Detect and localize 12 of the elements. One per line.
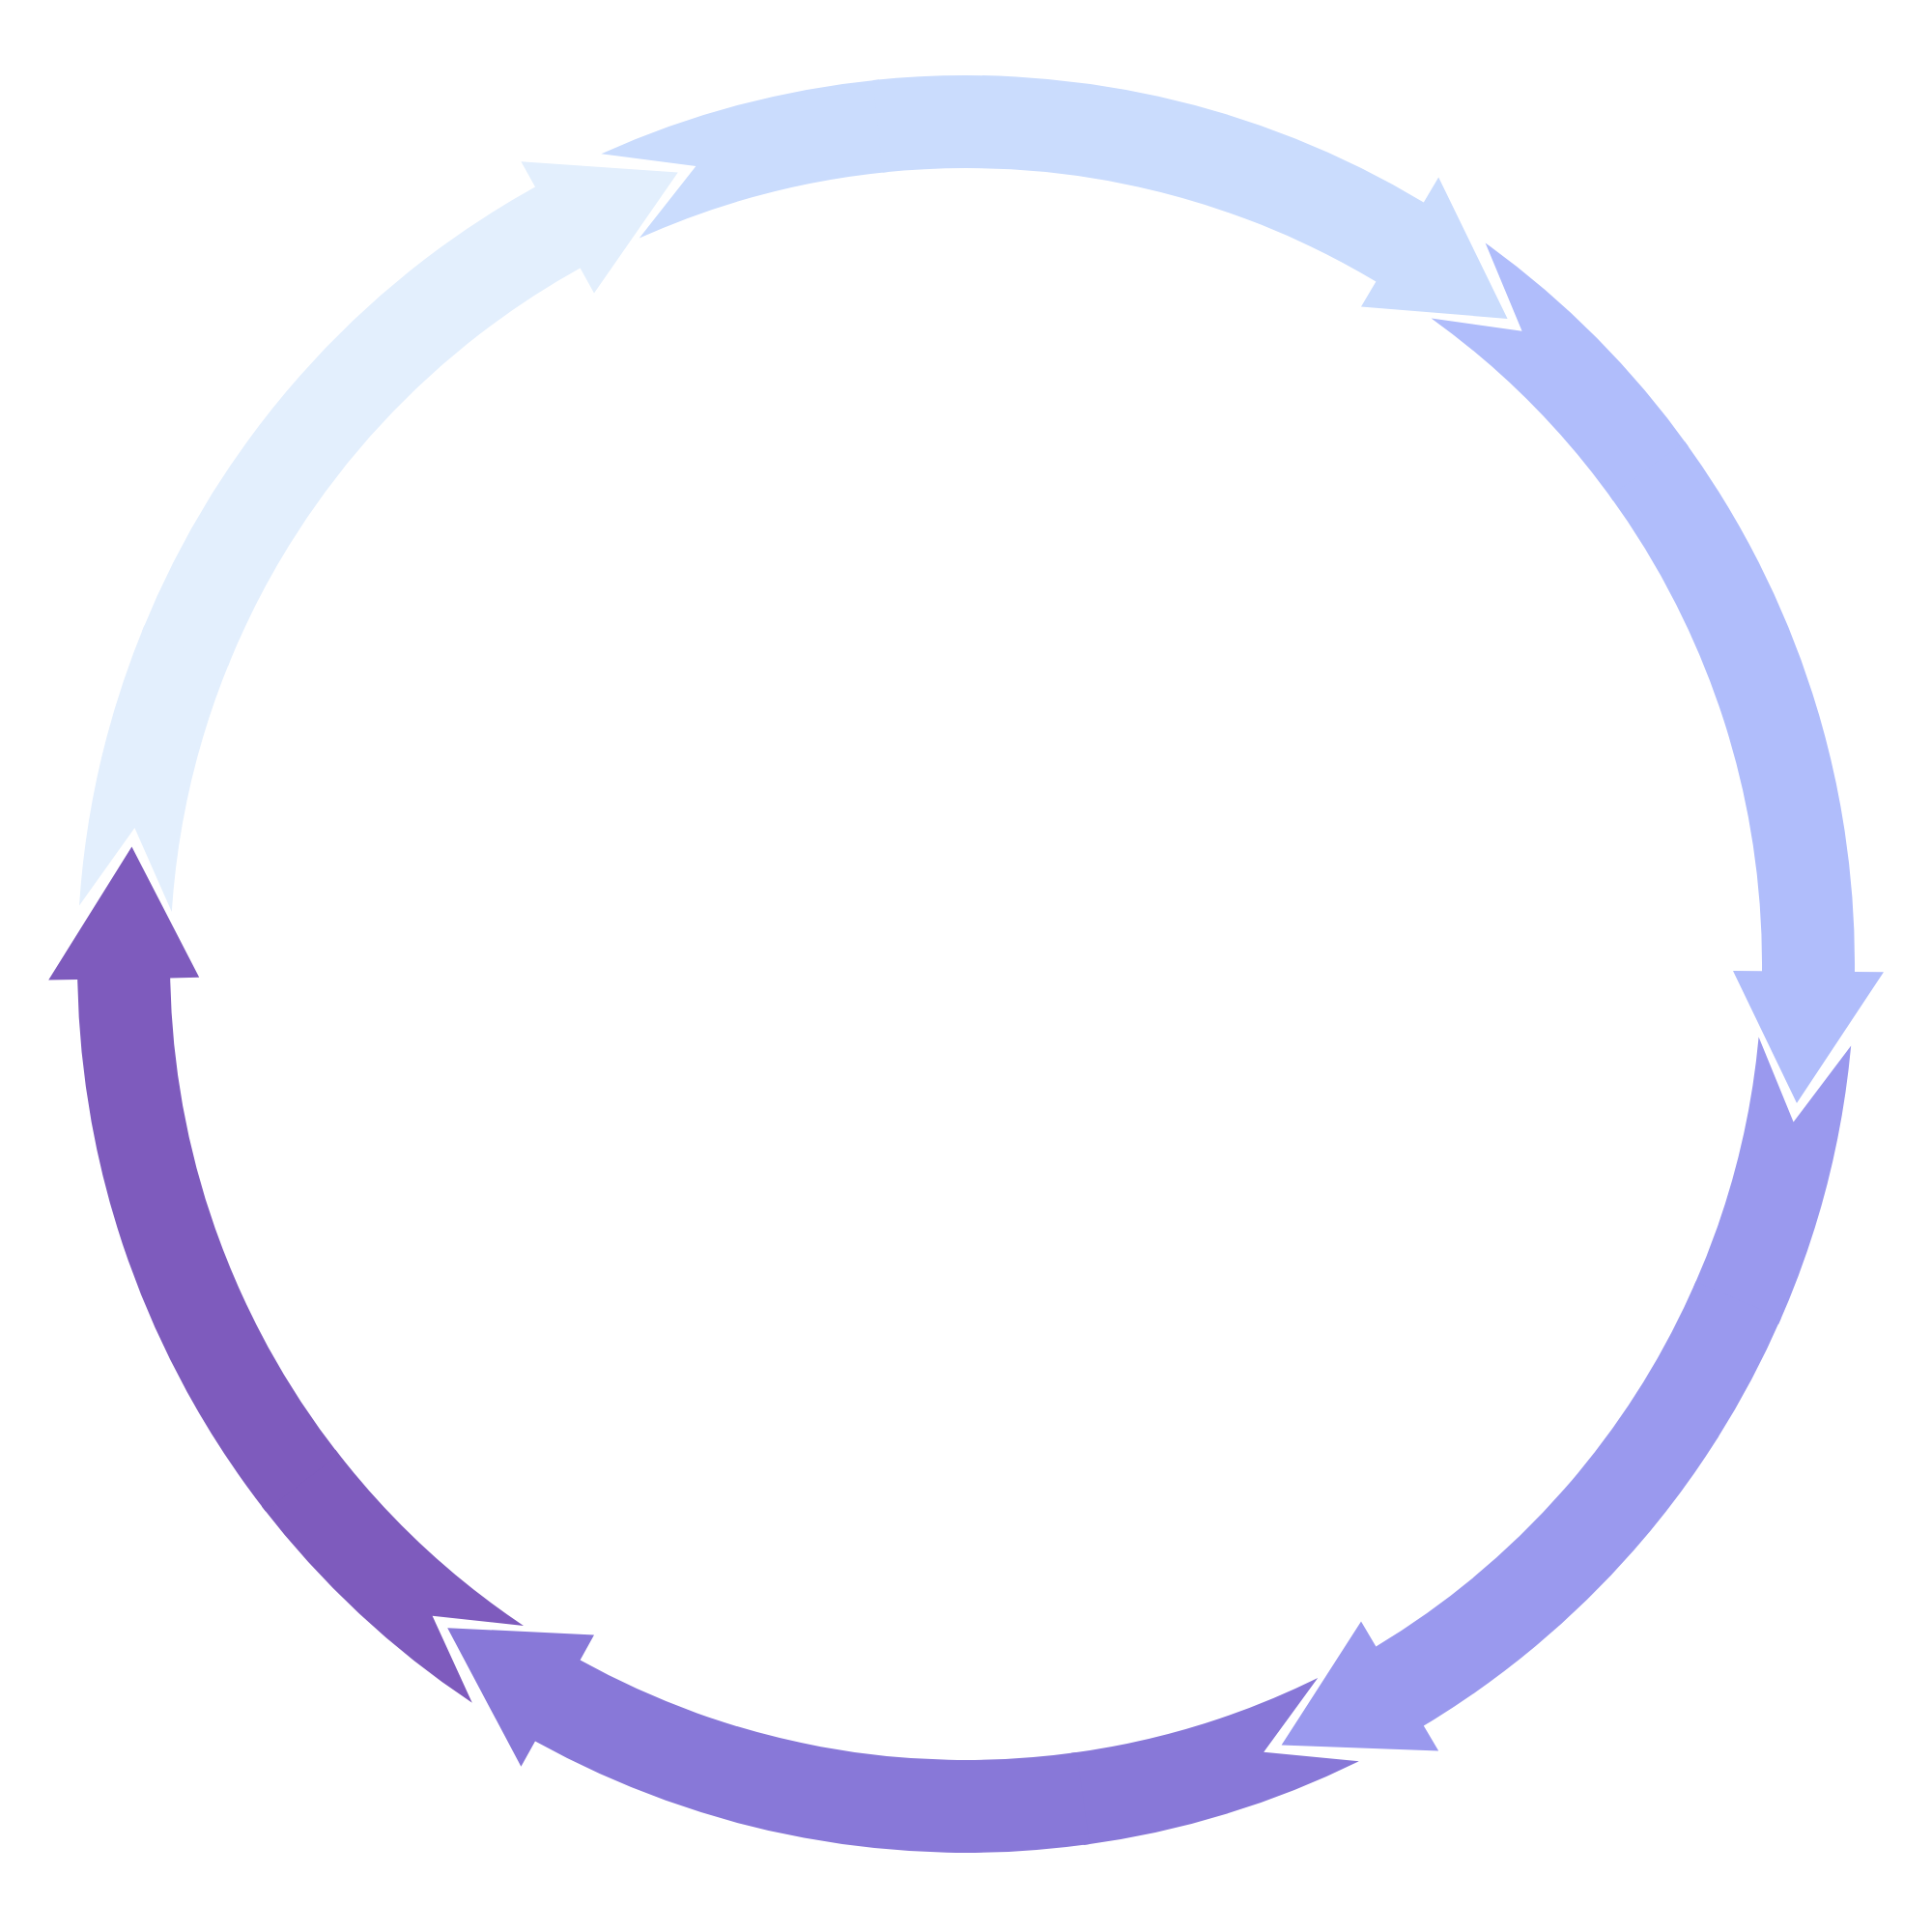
band-segment	[1693, 1037, 1852, 1324]
curved-arrow	[447, 1628, 1090, 1853]
band-segment	[1431, 242, 1689, 501]
band-segment	[1071, 1678, 1359, 1845]
curved-arrow	[872, 75, 1508, 319]
curved-arrow	[1281, 1281, 1781, 1751]
band-segment	[262, 1449, 524, 1703]
band-segment	[79, 625, 231, 912]
curved-arrow	[142, 161, 678, 667]
band-segment	[601, 79, 889, 239]
curved-arrow	[1609, 441, 1884, 1103]
curved-arrow	[48, 846, 339, 1512]
